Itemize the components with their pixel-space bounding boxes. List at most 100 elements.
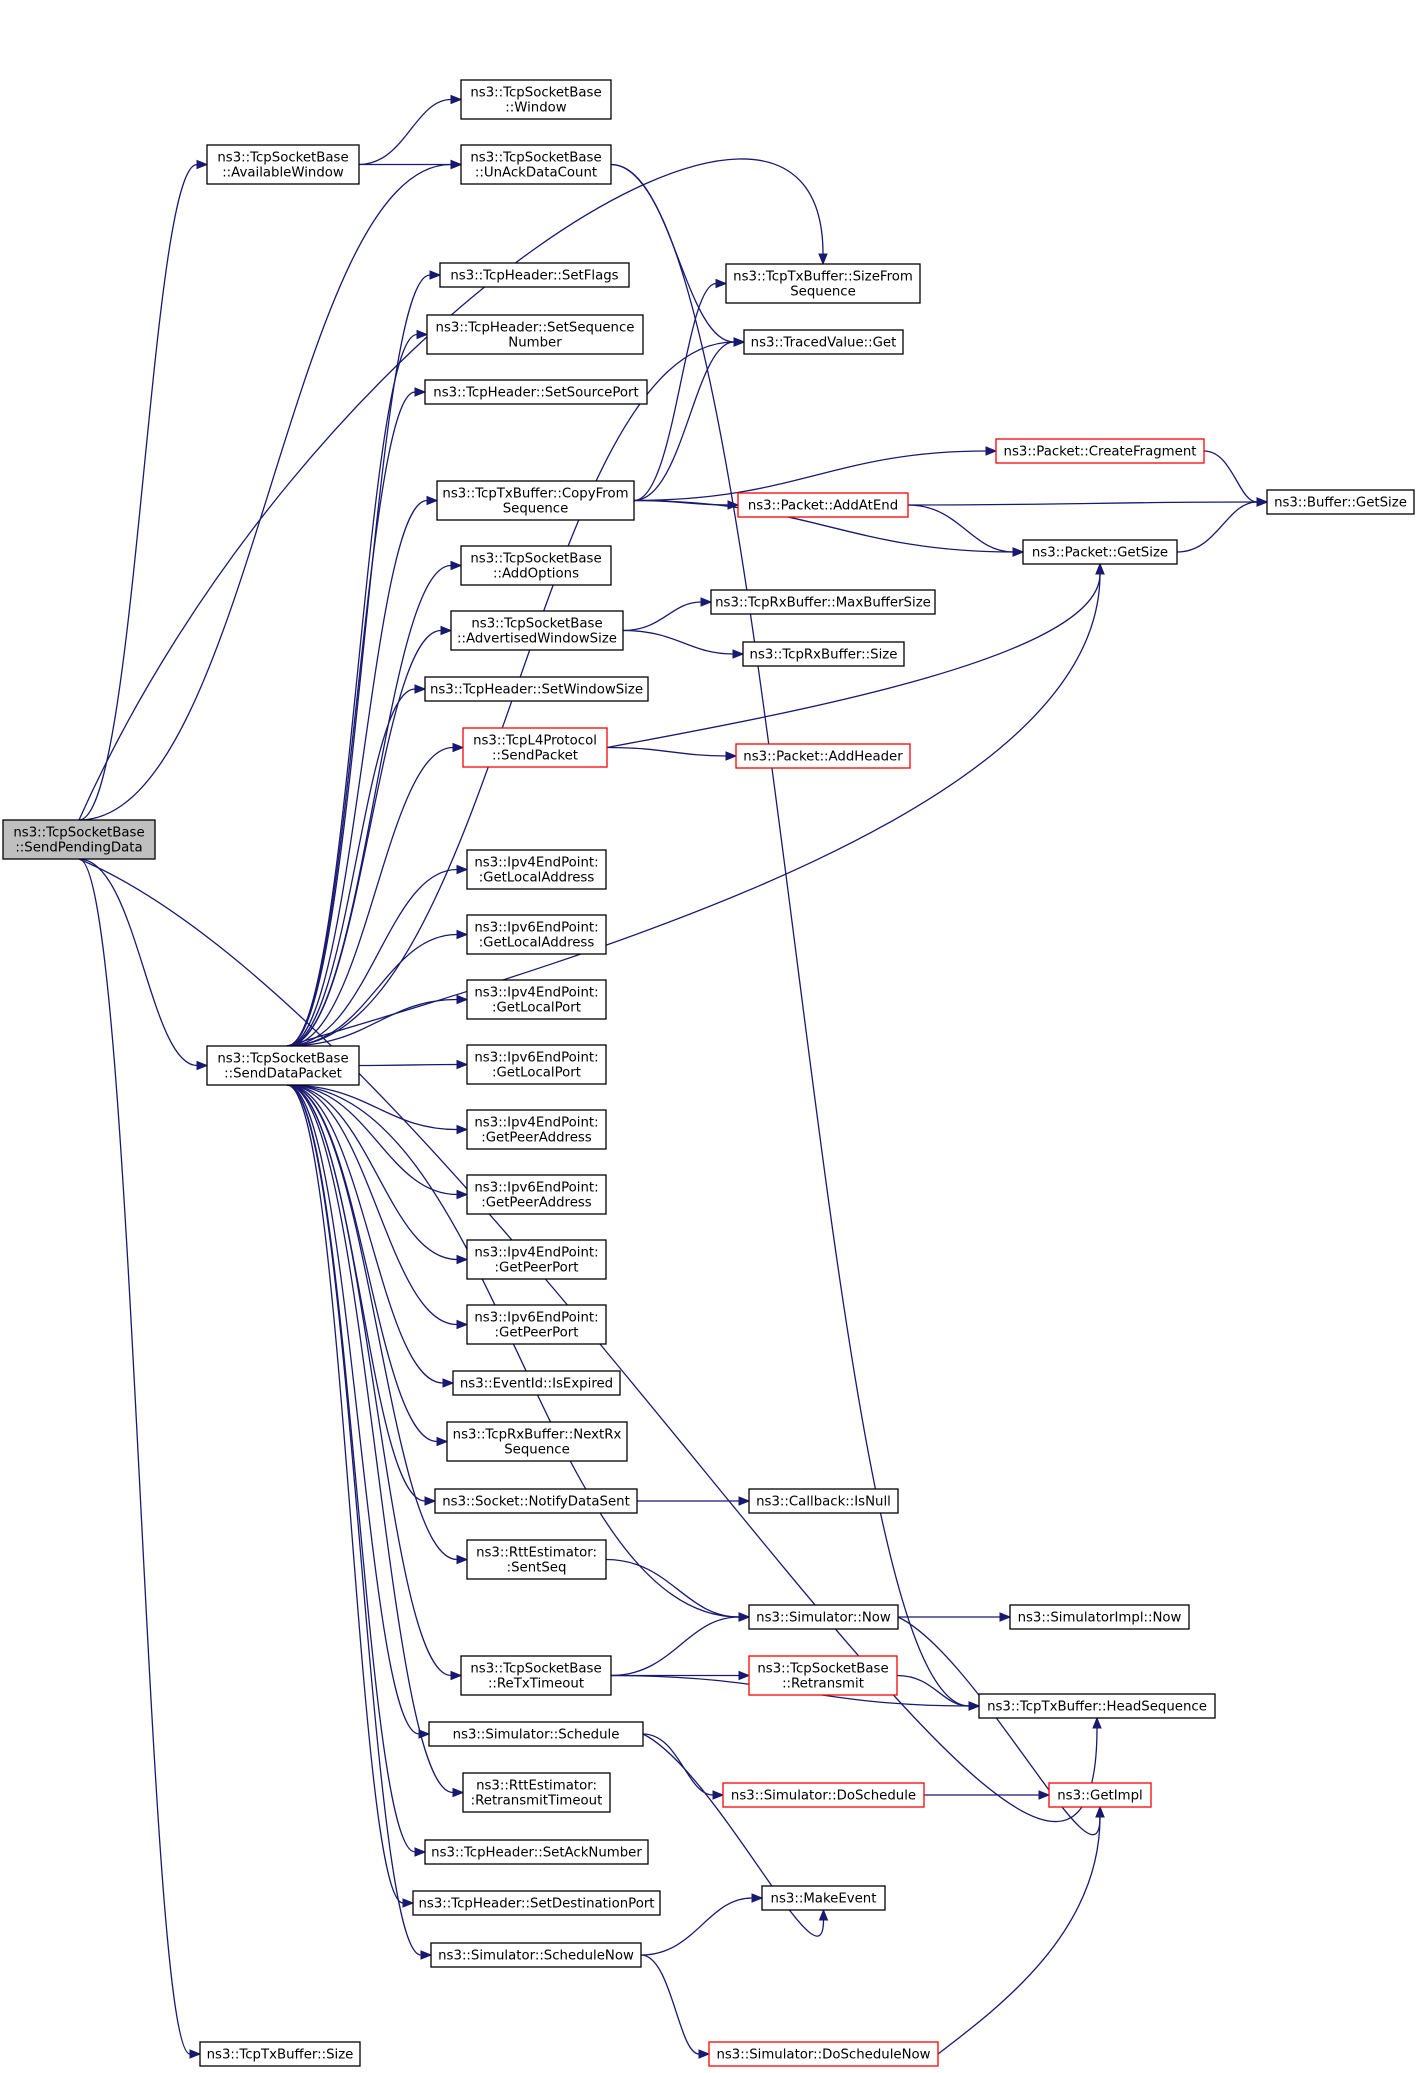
node-label: ns3::TcpSocketBase [470,552,601,567]
node-label: :GetLocalAddress [479,936,595,951]
node-box [199,2041,361,2067]
edge-sdp-to-advwin [286,625,453,1047]
edge-line [606,573,1101,749]
node-mkevent[interactable]: ns3::MakeEvent [761,1885,886,1911]
arrowhead [414,1847,427,1857]
node-maxbuf[interactable]: ns3::TcpRxBuffer::MaxBufferSize [710,589,936,615]
edge-line [897,1616,1101,1836]
node-now[interactable]: ns3::Simulator::Now [748,1604,899,1630]
arrowhead [414,684,427,694]
node-dosched[interactable]: ns3::Simulator::DoSchedule [722,1782,925,1808]
node-label: ns3::TcpRxBuffer::MaxBufferSize [715,596,931,611]
node-label: ns3::TcpRxBuffer::Size [750,648,898,663]
node-label: ::AddOptions [493,567,579,582]
node-label: ns3::RttEstimator: [476,1779,597,1794]
edge-line [286,1084,420,1735]
node-advwin[interactable]: ns3::TcpSocketBase::AdvertisedWindowSize [450,610,624,651]
edge-retrans-to-headseq [896,1674,981,1711]
edge-line [78,858,191,2055]
node-window[interactable]: ns3::TcpSocketBase::Window [460,79,612,120]
edge-sdp-to-l4send [286,742,465,1047]
node-setack[interactable]: ns3::TcpHeader::SetAckNumber [424,1839,649,1865]
node-v4lp[interactable]: ns3::Ipv4EndPoint::GetLocalPort [466,979,607,1020]
node-setdst[interactable]: ns3::TcpHeader::SetDestinationPort [412,1890,661,1916]
node-rtto[interactable]: ns3::RttEstimator::RetransmitTimeout [462,1772,611,1813]
node-txsize[interactable]: ns3::TcpTxBuffer::Size [199,2041,361,2067]
node-label: ns3::RttEstimator: [476,1546,597,1561]
node-addatend[interactable]: ns3::Packet::AddAtEnd [737,492,909,518]
node-createfrag[interactable]: ns3::Packet::CreateFragment [995,438,1205,464]
node-implnow[interactable]: ns3::SimulatorImpl::Now [1009,1604,1190,1630]
node-v6pp[interactable]: ns3::Ipv6EndPoint::GetPeerPort [466,1304,607,1345]
node-sdp[interactable]: ns3::TcpSocketBase::SendDataPacket [206,1045,360,1086]
node-label: ns3::TracedValue::Get [751,336,897,351]
node-avail[interactable]: ns3::TcpSocketBase::AvailableWindow [206,144,360,185]
node-getimpl[interactable]: ns3::GetImpl [1048,1782,1152,1808]
node-box [2,819,156,860]
node-sched[interactable]: ns3::Simulator::Schedule [428,1721,644,1747]
edge-line [286,1084,458,1261]
node-setwin[interactable]: ns3::TcpHeader::SetWindowSize [424,676,649,702]
edge-line [286,274,431,1047]
edge-line [78,163,452,821]
edge-sdp-to-setflags [286,270,442,1047]
node-v6la[interactable]: ns3::Ipv6EndPoint::GetLocalAddress [466,914,607,955]
node-doschednow[interactable]: ns3::Simulator::DoScheduleNow [708,2041,939,2067]
edge-line [907,501,1258,506]
node-v4pa[interactable]: ns3::Ipv4EndPoint::GetPeerAddress [466,1109,607,1150]
node-pktsize[interactable]: ns3::Packet::GetSize [1022,539,1178,565]
node-schednow[interactable]: ns3::Simulator::ScheduleNow [430,1942,642,1968]
node-addopt[interactable]: ns3::TcpSocketBase::AddOptions [460,545,612,586]
edge-line [286,1084,458,1326]
node-box [424,379,648,405]
node-unack[interactable]: ns3::TcpSocketBase::UnAckDataCount [460,144,612,185]
edge-advwin-to-rxsize [622,629,745,659]
node-label: ns3::Ipv4EndPoint: [474,856,598,871]
node-v4pp[interactable]: ns3::Ipv4EndPoint::GetPeerPort [466,1239,607,1280]
arrowhead [414,387,427,397]
node-headseq[interactable]: ns3::TcpTxBuffer::HeadSequence [978,1693,1216,1719]
node-addhdr[interactable]: ns3::Packet::AddHeader [735,743,911,769]
edge-dosched-to-getimpl [924,1790,1051,1800]
node-expired[interactable]: ns3::EventId::IsExpired [452,1370,621,1396]
node-retxto[interactable]: ns3::TcpSocketBase::ReTxTimeout [460,1655,612,1696]
node-v6lp[interactable]: ns3::Ipv6EndPoint::GetLocalPort [466,1044,607,1085]
arrowhead [442,1378,455,1388]
edge-line [1203,450,1258,503]
node-tvget[interactable]: ns3::TracedValue::Get [743,329,904,355]
node-label: ::Retransmit [782,1677,864,1692]
node-label: ns3::Simulator::DoSchedule [731,1789,916,1804]
edge-sdp-to-setsrc [286,387,427,1047]
node-v6pa[interactable]: ns3::Ipv6EndPoint::GetPeerAddress [466,1174,607,1215]
arrowhead [733,337,746,347]
node-label: ::UnAckDataCount [475,166,597,181]
node-retrans[interactable]: ns3::TcpSocketBase::Retransmit [748,1655,898,1696]
node-label: ::ReTxTimeout [488,1677,584,1692]
node-v4la[interactable]: ns3::Ipv4EndPoint::GetLocalAddress [466,849,607,890]
node-label: ns3::TcpSocketBase [757,1662,888,1677]
node-notify[interactable]: ns3::Socket::NotifyDataSent [434,1488,638,1514]
node-box [748,1488,899,1514]
node-setflags[interactable]: ns3::TcpHeader::SetFlags [439,262,630,288]
node-sentseq[interactable]: ns3::RttEstimator::SentSeq [466,1539,607,1580]
node-box [725,263,921,304]
node-box [412,1890,661,1916]
node-isnull[interactable]: ns3::Callback::IsNull [748,1488,899,1514]
node-label: ns3::TcpSocketBase [13,826,144,841]
node-label: ns3::Ipv6EndPoint: [474,1311,598,1326]
node-rxsize[interactable]: ns3::TcpRxBuffer::Size [742,641,905,667]
edge-doschednow-to-getimpl [937,1805,1105,2055]
arrowhead [424,1496,437,1506]
node-label: ::AdvertisedWindowSize [457,632,617,647]
arrowhead [1095,562,1105,575]
node-root[interactable]: ns3::TcpSocketBase::SendPendingData [2,819,156,860]
node-bufsize[interactable]: ns3::Buffer::GetSize [1266,489,1415,515]
node-label: Sequence [504,1443,570,1458]
node-setsrc[interactable]: ns3::TcpHeader::SetSourcePort [424,379,648,405]
node-box [1022,539,1178,565]
node-l4send[interactable]: ns3::TcpL4Protocol::SendPacket [462,727,608,768]
